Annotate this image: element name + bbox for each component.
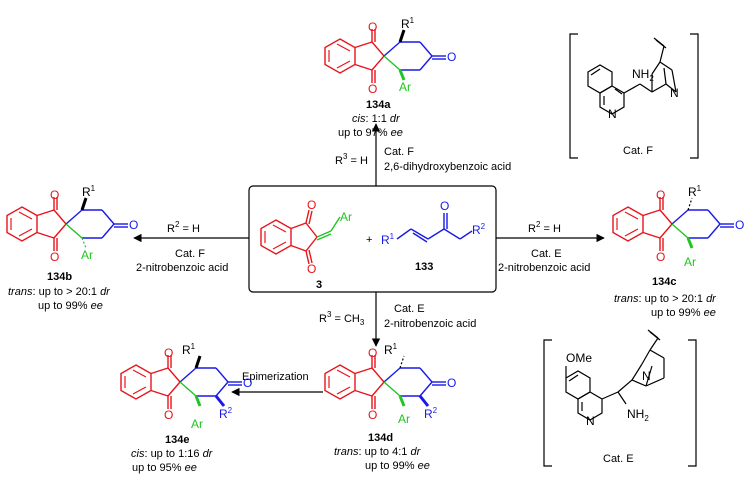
product-134d-r1: R1 xyxy=(384,342,398,357)
product-134b-structure xyxy=(6,196,129,252)
product-134e-ee: up to 95% ee xyxy=(132,462,197,474)
catalyst-e-brackets xyxy=(543,339,697,467)
catalyst-e-n-ring: N xyxy=(586,414,595,428)
product-134b-o-bottom: O xyxy=(50,250,59,264)
reactant-3-o-top: O xyxy=(307,198,316,212)
product-134e-label: 134e xyxy=(165,434,189,446)
product-134c-ee: up to 99% ee xyxy=(651,307,716,319)
catalyst-e-label: Cat. E xyxy=(603,453,634,465)
product-134d-ar: Ar xyxy=(398,412,410,426)
product-134b-r1: R1 xyxy=(82,184,96,199)
product-134a-structure xyxy=(324,28,447,84)
product-134b-ar: Ar xyxy=(81,248,93,262)
product-134d-label: 134d xyxy=(368,432,393,444)
product-134c-label: 134c xyxy=(652,276,676,288)
arrow-left-catalyst: Cat. F xyxy=(175,248,205,260)
product-134e-r2: R2 xyxy=(219,406,233,421)
catalyst-f-label: Cat. F xyxy=(623,145,653,157)
product-134e-ar: Ar xyxy=(191,417,203,431)
product-134c-dr: trans: up to > 20:1 dr xyxy=(614,293,717,305)
product-134a-r1: R1 xyxy=(401,16,415,31)
reactant-3-ar: Ar xyxy=(340,210,352,224)
arrow-up-condition: R3 = H xyxy=(335,152,368,167)
product-134c-o-ketone: O xyxy=(735,218,744,232)
product-134c-structure xyxy=(612,196,735,252)
product-134d-r2: R2 xyxy=(424,406,438,421)
product-134d-ee: up to 99% ee xyxy=(365,460,430,472)
product-134a-o-ketone: O xyxy=(447,50,456,64)
arrow-left-additive: 2-nitrobenzoic acid xyxy=(136,262,228,274)
arrow-right-additive: 2-nitrobenzoic acid xyxy=(498,262,590,274)
product-134b-dr: trans: up to > 20:1 dr xyxy=(8,286,111,298)
product-134a-label: 134a xyxy=(366,99,391,111)
product-134e-o-top: O xyxy=(164,346,173,360)
arrow-down-catalyst: Cat. E xyxy=(394,303,425,315)
reactant-133-r1: R1 xyxy=(381,232,395,247)
catalyst-e-nh2: NH2 xyxy=(627,407,649,423)
reactant-box xyxy=(248,185,497,293)
reactant-3-o-bottom: O xyxy=(307,262,316,276)
catalyst-e-structure xyxy=(565,329,665,421)
reactant-3-structure xyxy=(260,209,341,265)
product-134c-ar: Ar xyxy=(684,255,696,269)
product-134d-o-bottom: O xyxy=(368,408,377,422)
arrow-right-condition: R2 = H xyxy=(528,220,561,235)
product-134b-o-ketone: O xyxy=(129,218,138,232)
arrow-down-condition: R3 = CH3 xyxy=(319,310,365,327)
product-134e-o-ketone: O xyxy=(243,376,252,390)
product-134a-dr: cis: 1:1 dr xyxy=(352,113,401,125)
product-134a-ar: Ar xyxy=(399,80,411,94)
catalyst-f-structure xyxy=(587,37,677,115)
reactant-133-structure xyxy=(396,213,473,243)
product-134c-r1: R1 xyxy=(688,184,702,199)
product-134d-structure xyxy=(324,354,447,410)
product-134c-o-top: O xyxy=(656,188,665,202)
arrow-right-catalyst: Cat. E xyxy=(531,248,562,260)
reactant-3-label: 3 xyxy=(316,279,322,291)
product-134b-label: 134b xyxy=(47,271,72,283)
product-134a-o-top: O xyxy=(368,20,377,34)
arrow-down-additive: 2-nitrobenzoic acid xyxy=(384,318,476,330)
product-134e-o-bottom: O xyxy=(164,408,173,422)
arrow-left-condition: R2 = H xyxy=(167,220,200,235)
reactant-133-label: 133 xyxy=(415,261,433,273)
product-134e-r1: R1 xyxy=(182,342,196,357)
arrow-up-catalyst: Cat. F xyxy=(384,146,414,158)
catalyst-e-ome: OMe xyxy=(566,351,592,365)
product-134b-o-top: O xyxy=(50,188,59,202)
product-134b-ee: up to 99% ee xyxy=(38,300,103,312)
catalyst-f-n-bridge: N xyxy=(670,86,679,100)
reactant-133-o: O xyxy=(440,199,449,213)
product-134e-dr: cis: up to 1:16 dr xyxy=(131,448,214,460)
catalyst-f-n-ring: N xyxy=(608,107,617,121)
catalyst-f-nh2: NH2 xyxy=(632,67,654,83)
arrow-epimerization-label: Epimerization xyxy=(242,371,309,383)
product-134a-o-bottom: O xyxy=(368,82,377,96)
reactant-133-r2: R2 xyxy=(472,222,486,237)
product-134d-o-top: O xyxy=(368,346,377,360)
product-134d-o-ketone: O xyxy=(447,376,456,390)
catalyst-e-n-bridge: N xyxy=(642,369,651,383)
product-134d-dr: trans: up to 4:1 dr xyxy=(334,446,422,458)
product-134e-structure xyxy=(120,354,243,410)
arrow-up-additive: 2,6-dihydroxybenzoic acid xyxy=(384,161,511,173)
product-134c-o-bottom: O xyxy=(656,250,665,264)
catalyst-f-brackets xyxy=(569,33,699,159)
product-134a-ee: up to 97% ee xyxy=(338,127,403,139)
plus-sign: + xyxy=(366,234,372,246)
